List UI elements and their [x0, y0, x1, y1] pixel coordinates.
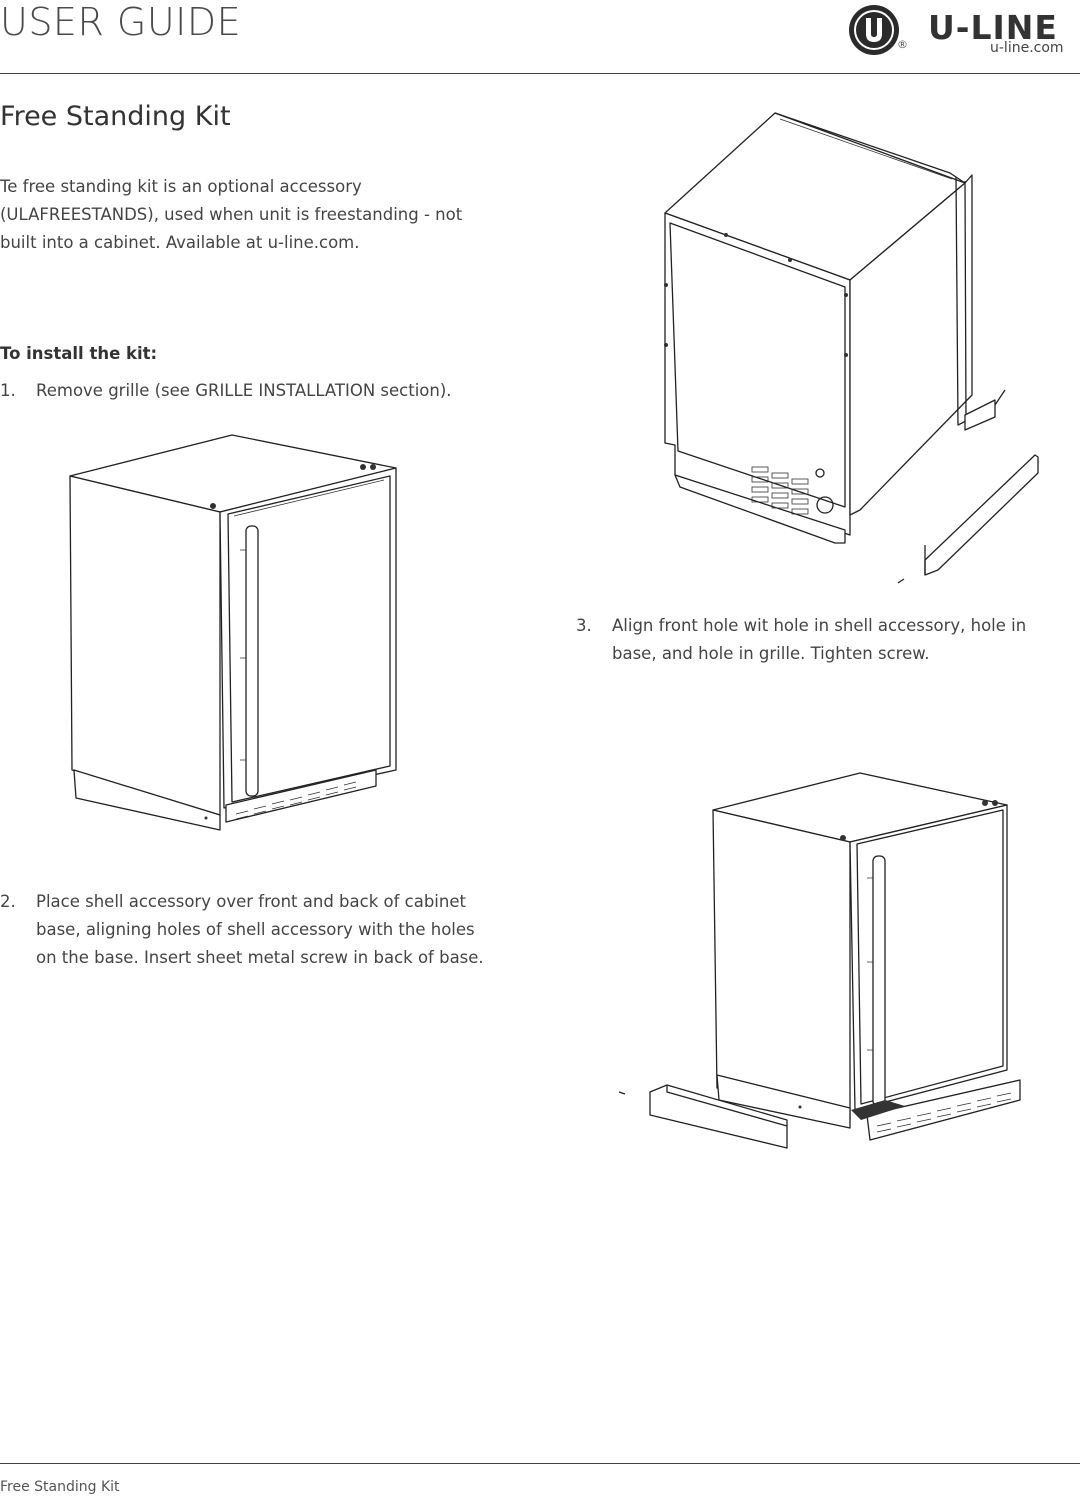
header-divider	[0, 73, 1080, 74]
step-line: base, aligning holes of shell accessory …	[36, 920, 475, 939]
step-line: Align front hole wit hole in shell acces…	[612, 616, 1027, 635]
step-line: on the base. Insert sheet metal screw in…	[36, 948, 484, 967]
page-header-title: USER GUIDE	[0, 0, 242, 44]
u-line-logo-icon	[849, 5, 899, 55]
step-1: 1. Remove grille (see GRILLE INSTALLATIO…	[0, 377, 520, 407]
footer-divider	[0, 1463, 1080, 1464]
step-line: Place shell accessory over front and bac…	[36, 892, 466, 911]
logo-wordmark: U-LINE	[928, 8, 1058, 47]
step-line: base, and hole in grille. Tighten screw.	[612, 644, 930, 663]
intro-line: built into a cabinet. Available at u-lin…	[0, 233, 360, 252]
section-title: Free Standing Kit	[0, 101, 231, 132]
figure-unit-front-shell-grille	[618, 772, 1021, 1149]
logo-url: u-line.com	[990, 40, 1064, 56]
intro-line: Te free standing kit is an optional acce…	[0, 177, 362, 196]
install-subhead: To install the kit:	[0, 344, 158, 363]
figure-unit-front	[69, 434, 397, 831]
registered-mark: ®	[897, 38, 908, 51]
step-number: 2.	[0, 892, 16, 911]
step-text: Remove grille (see GRILLE INSTALLATION s…	[36, 381, 452, 400]
figure-unit-rear-shell	[664, 112, 1039, 584]
step-number: 3.	[576, 616, 592, 635]
intro-paragraph: Te free standing kit is an optional acce…	[0, 173, 500, 257]
step-text: Align front hole wit hole in shell acces…	[612, 612, 1026, 668]
step-text: Place shell accessory over front and bac…	[36, 888, 484, 972]
step-3: 3. Align front hole wit hole in shell ac…	[576, 612, 1076, 672]
step-2: 2. Place shell accessory over front and …	[0, 888, 520, 978]
step-number: 1.	[0, 381, 16, 400]
footer-label: Free Standing Kit	[0, 1479, 120, 1495]
intro-line: (ULAFREESTANDS), used when unit is frees…	[0, 205, 463, 224]
